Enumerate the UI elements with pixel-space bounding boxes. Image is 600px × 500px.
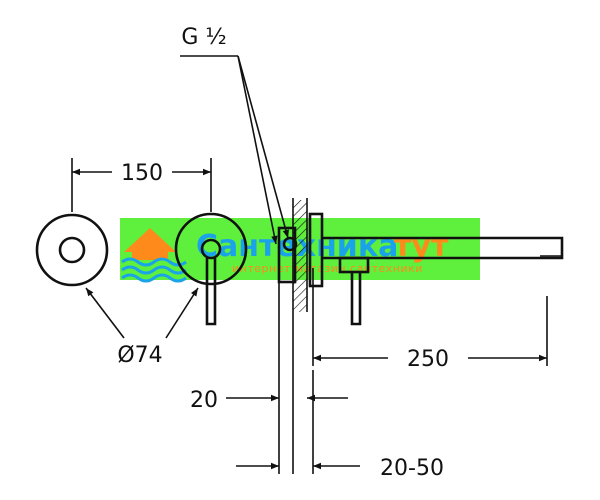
dim-20: 20 [190,388,218,413]
watermark-logo [121,228,187,283]
escutcheon-left-outer [35,213,109,287]
valve-body [277,226,297,284]
escutcheon-right-inner [200,238,222,260]
escutcheon-left-inner [58,236,86,264]
escutcheon-plate-side [308,212,324,288]
lever-handle-front [205,258,217,326]
valve-connection [282,236,298,252]
spout [322,236,564,260]
label-thread: G ½ [181,25,226,50]
dim-250: 250 [407,347,449,372]
dim-20-50: 20-50 [380,456,444,481]
watermark-subtitle: интернет магазин сантехники [232,262,423,275]
lever-handle-side [350,272,362,326]
dim-150: 150 [121,161,163,186]
escutcheon-right-outer [174,212,248,286]
dim-diameter: Ø74 [117,343,162,368]
wall-hatch [293,200,307,312]
lever-base [338,256,370,274]
